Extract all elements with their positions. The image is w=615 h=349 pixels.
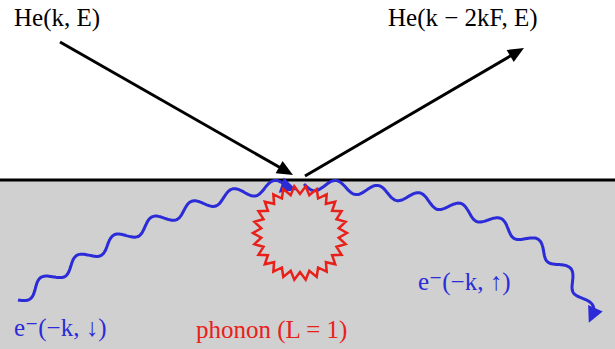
phonon-loop: [253, 186, 347, 279]
surface-bulk: [0, 180, 615, 349]
reflected-beam: [305, 54, 514, 176]
arrow-head: [507, 48, 524, 62]
incoming-electron-label: e⁻(−k, ↓): [14, 314, 107, 342]
incident-helium-label: He(k, E): [14, 4, 100, 32]
incoming-electron: [18, 180, 291, 300]
surface-line: [0, 179, 615, 182]
incident-beam: [60, 42, 283, 169]
arrow-head: [276, 161, 293, 175]
reflected-helium-label: He(k − 2kF, E): [388, 4, 538, 32]
outgoing-electron-label: e⁻(−k, ↑): [418, 268, 511, 296]
electron-arrow-head: [588, 305, 603, 323]
outgoing-electron: [304, 180, 594, 317]
phonon-label: phonon (L = 1): [196, 316, 347, 344]
